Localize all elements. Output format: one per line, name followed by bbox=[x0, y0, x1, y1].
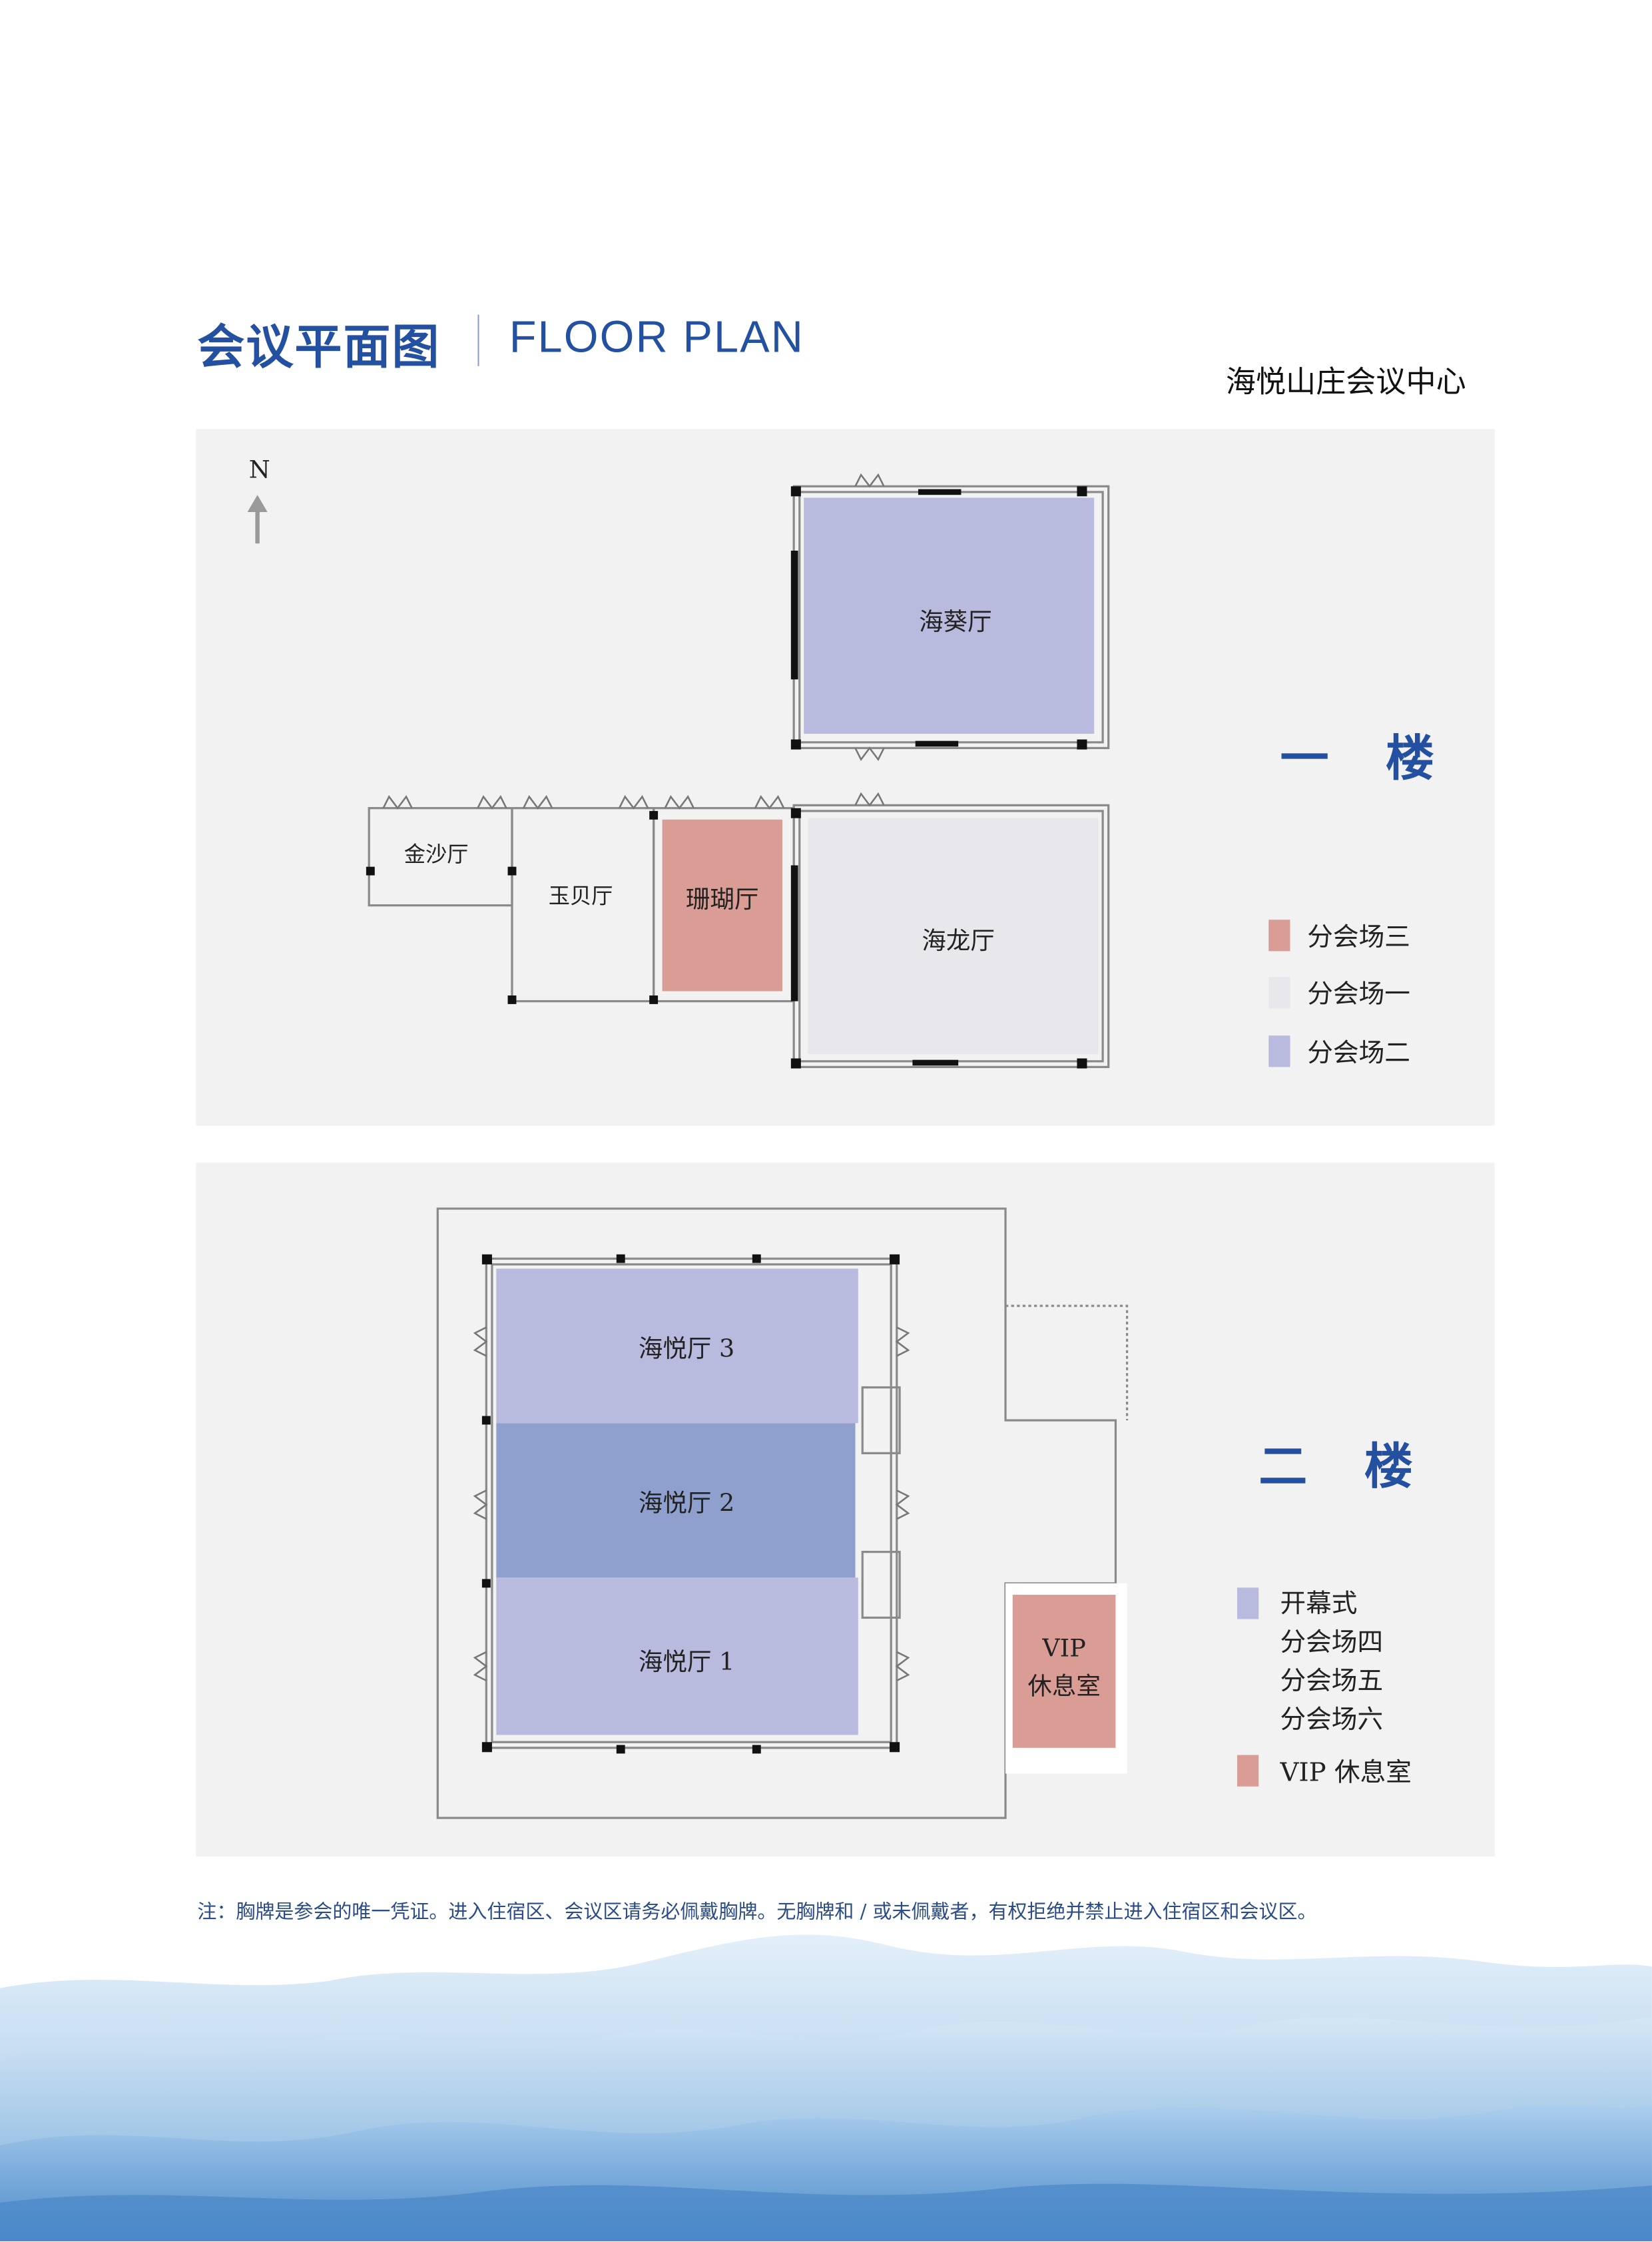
legend-line: 开幕式 bbox=[1280, 1589, 1358, 1619]
legend-item: 分会场二 bbox=[1307, 1038, 1410, 1069]
legend-line: 分会场五 bbox=[1280, 1666, 1384, 1697]
legend-swatch-coral bbox=[1268, 920, 1290, 952]
legend-swatch-lavender bbox=[1268, 1035, 1290, 1067]
badge-notice: 注：胸牌是参会的唯一凭证。进入住宿区、会议区请务必佩戴胸牌。无胸牌和 / 或未佩… bbox=[197, 1900, 1317, 1924]
legend-line: 分会场四 bbox=[1280, 1627, 1384, 1658]
legend-line: 分会场六 bbox=[1280, 1705, 1384, 1735]
floor2-label: 二 楼 bbox=[1258, 1438, 1433, 1496]
room-hailong: 海龙厅 bbox=[922, 927, 995, 956]
room-haikui: 海葵厅 bbox=[919, 608, 992, 637]
room-hall2: 海悦厅 2 bbox=[638, 1490, 735, 1519]
legend-item: 分会场三 bbox=[1307, 922, 1410, 953]
room-yubei: 玉贝厅 bbox=[548, 883, 613, 910]
room-vip-line1: VIP bbox=[1042, 1635, 1086, 1664]
floor1-label: 一 楼 bbox=[1280, 730, 1455, 788]
room-vip-line2: 休息室 bbox=[1027, 1673, 1101, 1702]
page-title-en: FLOOR PLAN bbox=[509, 312, 805, 362]
room-shanhu: 珊瑚厅 bbox=[685, 886, 759, 915]
room-jinsha: 金沙厅 bbox=[404, 842, 469, 868]
north-arrow-icon bbox=[252, 495, 263, 543]
page-title-cn: 会议平面图 bbox=[197, 319, 441, 375]
title-divider bbox=[477, 314, 479, 366]
compass-north-label: N bbox=[248, 456, 270, 485]
legend-swatch-coral bbox=[1237, 1755, 1259, 1787]
room-hall3: 海悦厅 3 bbox=[638, 1335, 735, 1364]
venue-name: 海悦山庄会议中心 bbox=[1225, 364, 1466, 400]
legend-item: 分会场一 bbox=[1307, 980, 1410, 1010]
legend-item-group: 开幕式 分会场四 分会场五 分会场六 bbox=[1280, 1585, 1383, 1739]
legend-swatch-grey bbox=[1268, 977, 1290, 1009]
room-hall1: 海悦厅 1 bbox=[638, 1648, 735, 1677]
legend-item: VIP 休息室 bbox=[1280, 1757, 1412, 1788]
legend-swatch-lavender bbox=[1237, 1587, 1259, 1619]
